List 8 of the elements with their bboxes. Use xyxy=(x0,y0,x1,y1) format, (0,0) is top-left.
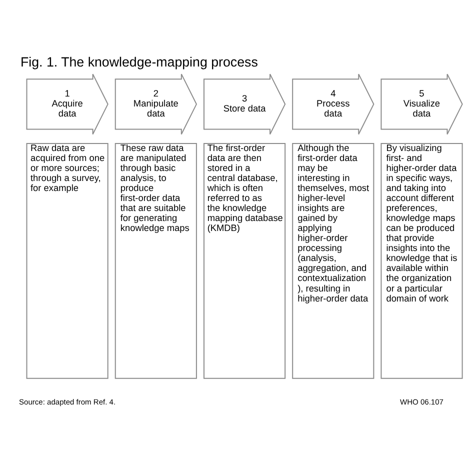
label: WHO 06.107 xyxy=(400,396,444,406)
node-box: The first-order data are then stored in a central database, which is often referred to as the knowledge mapping database (KMDB) xyxy=(203,142,286,378)
node-box: Raw data are acquired from one or more sources; through a survey, for example xyxy=(26,142,108,378)
label: Source: adapted from Ref. 4. xyxy=(19,396,116,406)
node-box: Although the first-order data may be interesting in themselves, most higher-level insights are gained by applying higher-order processing (analysis, aggregation, and contextualization), resulting in higher-order data xyxy=(292,142,374,378)
node-box: By visualizing first- and higher-order data in specific ways, and taking into account different preferences, knowledge maps can be produced that provide insights into the knowledge that is available within the organization or a particular domain of work xyxy=(380,142,463,378)
node-box: These raw data are manipulated through basic analysis, to produce first-order data that are suitable for generating knowledge maps xyxy=(114,142,197,378)
diagram-title: Fig. 1. The knowledge-mapping process xyxy=(20,54,258,69)
